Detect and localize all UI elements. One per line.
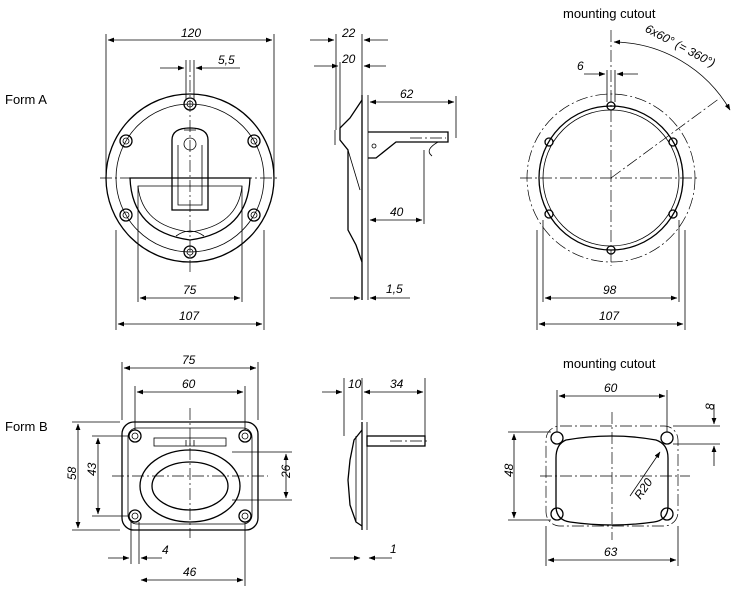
dim-98: 98 — [603, 283, 617, 297]
form-b-cutout-dimensions: 60 8 48 R20 63 — [502, 381, 720, 566]
dim-c-60: 60 — [604, 381, 618, 395]
dim-22: 22 — [341, 26, 356, 40]
dim-1-5: 1,5 — [386, 282, 403, 296]
form-a-side-dimensions: 22 20 62 40 1,5 — [310, 26, 457, 301]
form-a-mounting-cutout — [520, 30, 731, 266]
dim-c-48: 48 — [502, 463, 516, 477]
dim-b-10: 10 — [348, 377, 362, 391]
dim-angle: 6x60° (= 360°) — [643, 21, 718, 70]
form-a-front-view — [100, 60, 280, 272]
form-a-front-dimensions: 120 5,5 75 107 — [105, 26, 275, 330]
dim-40: 40 — [390, 205, 404, 219]
form-a-label: Form A — [5, 92, 47, 107]
dim-b-4: 4 — [162, 543, 169, 557]
screw-holes — [119, 97, 261, 259]
dim-75: 75 — [183, 283, 197, 297]
dim-b-60: 60 — [182, 377, 196, 391]
dim-20: 20 — [341, 52, 356, 66]
dim-6: 6 — [577, 59, 584, 73]
dim-b-58: 58 — [65, 466, 79, 480]
dim-b-26: 26 — [279, 464, 293, 479]
dim-120: 120 — [181, 26, 201, 40]
dim-b-1: 1 — [390, 542, 397, 556]
dim-107: 107 — [179, 309, 200, 323]
dim-b-43: 43 — [85, 462, 99, 476]
dim-b-75: 75 — [182, 353, 196, 367]
form-b-label: Form B — [5, 419, 48, 434]
form-a-cutout-dimensions: 6x60° (= 360°) 6 98 107 — [536, 21, 718, 330]
form-b-front-view — [112, 408, 268, 538]
form-b-front-dimensions: 75 60 58 43 26 4 46 — [65, 353, 293, 586]
form-b-mounting-cutout — [540, 412, 690, 540]
form-b-side-view — [347, 422, 430, 530]
dim-107-cutout: 107 — [599, 309, 620, 323]
form-b-side-dimensions: 10 34 1 — [322, 377, 426, 561]
dim-c-63: 63 — [604, 545, 618, 559]
dim-b-34: 34 — [390, 377, 404, 391]
dim-c-8: 8 — [703, 403, 717, 410]
dim-c-r20: R20 — [631, 475, 655, 501]
dim-62: 62 — [400, 87, 414, 101]
dim-b-46: 46 — [183, 565, 197, 579]
mounting-cutout-b-label: mounting cutout — [563, 356, 656, 371]
dim-5-5: 5,5 — [218, 53, 235, 67]
mounting-cutout-a-label: mounting cutout — [563, 6, 656, 21]
form-a-side-view — [334, 95, 449, 300]
